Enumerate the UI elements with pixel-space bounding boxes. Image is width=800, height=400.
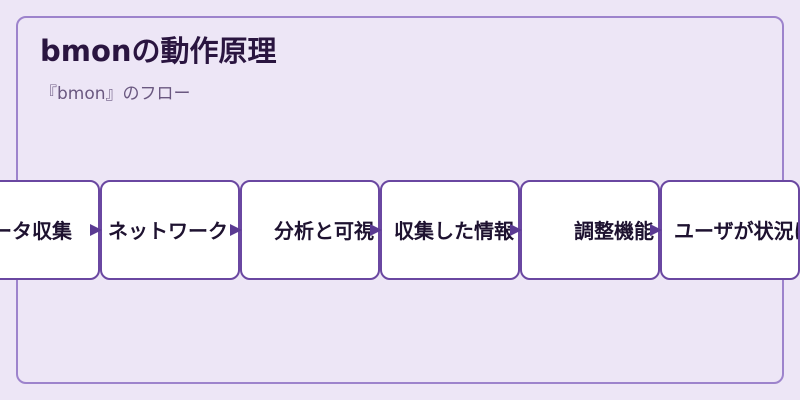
flow-step-collected-info: 収集した情報 (380, 180, 520, 280)
page-title: bmonの動作原理 (40, 34, 277, 68)
flow-step-network: ネットワーク (100, 180, 240, 280)
flow-step-adjustment: 調整機能 (520, 180, 660, 280)
flow-step-user-status: ユーザが状況に (660, 180, 800, 280)
page-subtitle: 『bmon』のフロー (40, 84, 191, 104)
flow-step-label: データ収集 (0, 219, 72, 243)
flow-step-label: 収集した情報 (394, 219, 514, 243)
flow-step-analysis: 分析と可視 (240, 180, 380, 280)
flow-step-label: ユーザが状況に (674, 219, 800, 243)
flow-step-label: ネットワーク (108, 219, 228, 243)
flow-step-label: 分析と可視 (274, 219, 374, 243)
flow-step-label: 調整機能 (574, 219, 654, 243)
flow-step-data-collection: データ収集 (0, 180, 100, 280)
